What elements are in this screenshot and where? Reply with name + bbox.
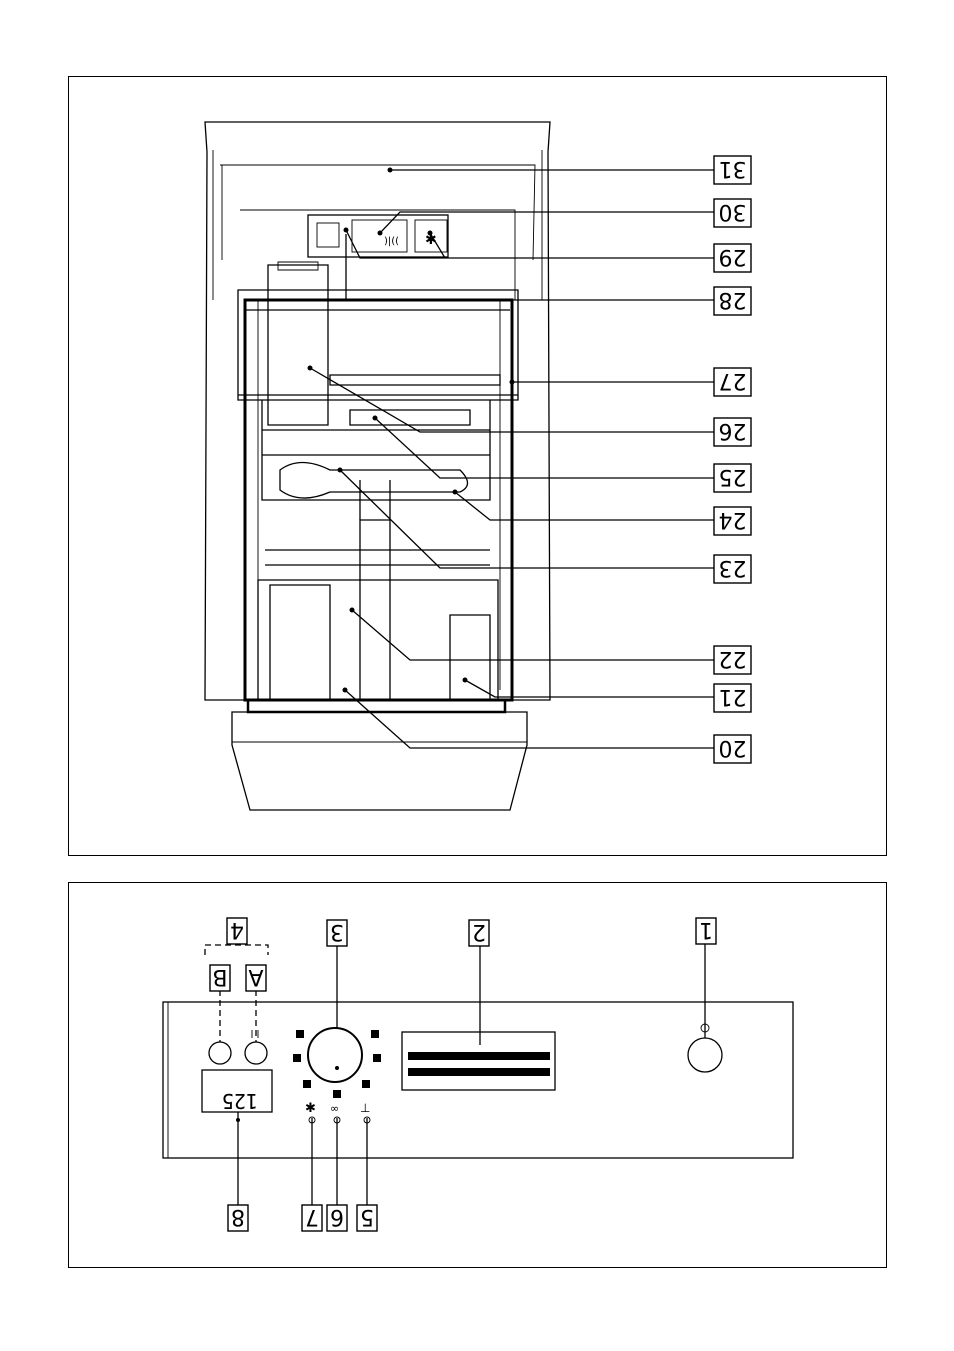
callout-label-b5: 5 bbox=[360, 1204, 374, 1229]
callout-label-bA: A bbox=[248, 964, 263, 989]
callout-label-bB: B bbox=[212, 964, 227, 989]
callout-label-b3: 3 bbox=[330, 919, 344, 944]
callout-label-b1: 1 bbox=[699, 917, 713, 942]
callout-label-b6: 6 bbox=[330, 1204, 344, 1229]
option-buttons bbox=[205, 935, 268, 1064]
tap-icon: ⊥ bbox=[360, 1101, 370, 1115]
control-fascia bbox=[163, 1002, 793, 1158]
callout-label-b4: 4 bbox=[230, 917, 244, 942]
time-display: 125 bbox=[202, 1070, 272, 1205]
indicator-lamps: ✱ ∞ ⊥ bbox=[305, 1101, 370, 1205]
callout-label-b7: 7 bbox=[305, 1204, 319, 1229]
callout-label-b2: 2 bbox=[472, 919, 486, 944]
display-readout: 125 bbox=[222, 1089, 258, 1113]
main-switch bbox=[688, 935, 722, 1072]
programme-selector bbox=[293, 945, 381, 1098]
callout-label-b8: 8 bbox=[231, 1204, 245, 1229]
salt-refill-icon: ✱ bbox=[305, 1101, 316, 1116]
rinse-aid-icon: ∞ bbox=[330, 1102, 339, 1115]
door-handle bbox=[402, 938, 555, 1090]
